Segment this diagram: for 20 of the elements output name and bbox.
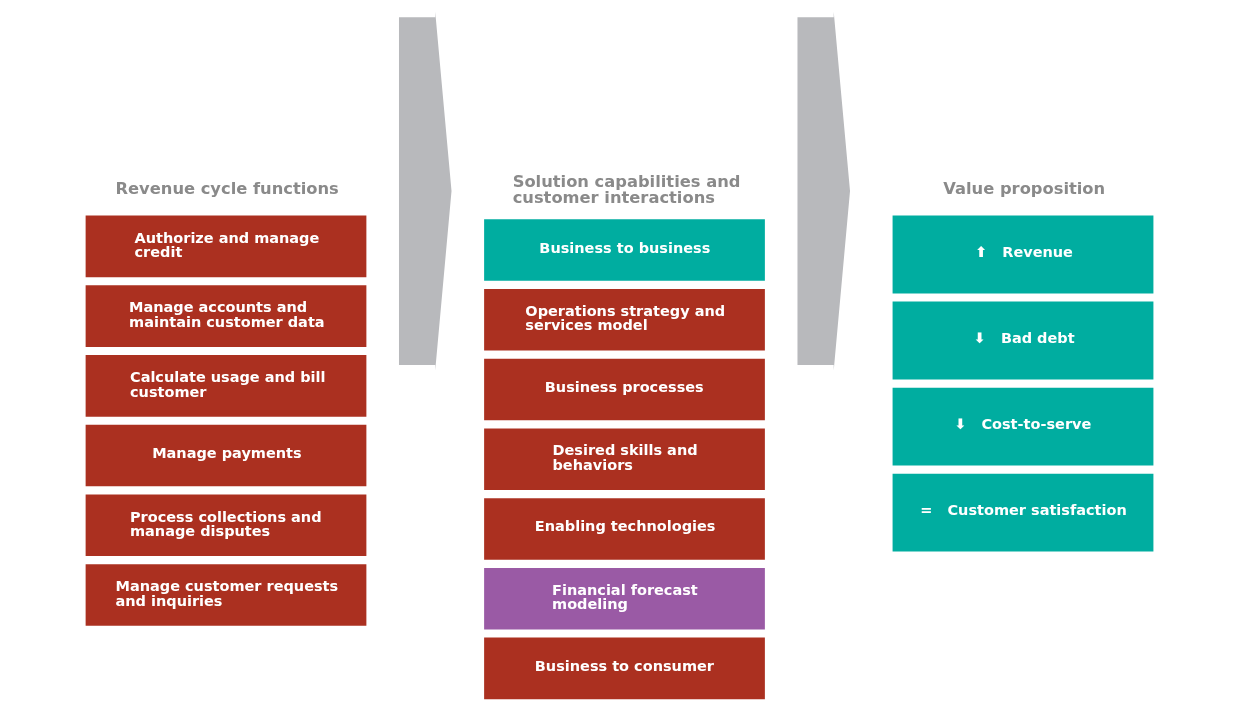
node-box: Desired skills and behaviors (484, 428, 765, 490)
node-box: Calculate usage and bill customer (85, 355, 367, 417)
node-box: Manage accounts and maintain customer data (85, 285, 367, 347)
node-box: Manage payments (85, 424, 367, 487)
node-box: ⬇ Cost-to-serve (892, 387, 1154, 466)
node-box: Enabling technologies (484, 498, 765, 560)
node-box: = Customer satisfaction (892, 473, 1154, 552)
label: Value proposition (943, 179, 1106, 199)
node-box: Manage customer requests and inquiries (85, 564, 367, 626)
label: Revenue cycle functions (115, 179, 339, 199)
node-box: ⬆ Revenue (892, 215, 1154, 294)
node-box: Business to consumer (484, 637, 765, 700)
node-box: Financial forecast modeling (484, 567, 765, 630)
node-box: Operations strategy and services model (484, 288, 765, 351)
node-box: ⬇ Bad debt (892, 301, 1154, 380)
node-box: Process collections and manage disputes (85, 494, 367, 557)
node-box: Business to business (484, 219, 765, 281)
node-box: Business processes (484, 358, 765, 421)
label: Solution capabilities and customer interactions (512, 171, 741, 208)
node-box: Authorize and manage credit (85, 215, 367, 278)
